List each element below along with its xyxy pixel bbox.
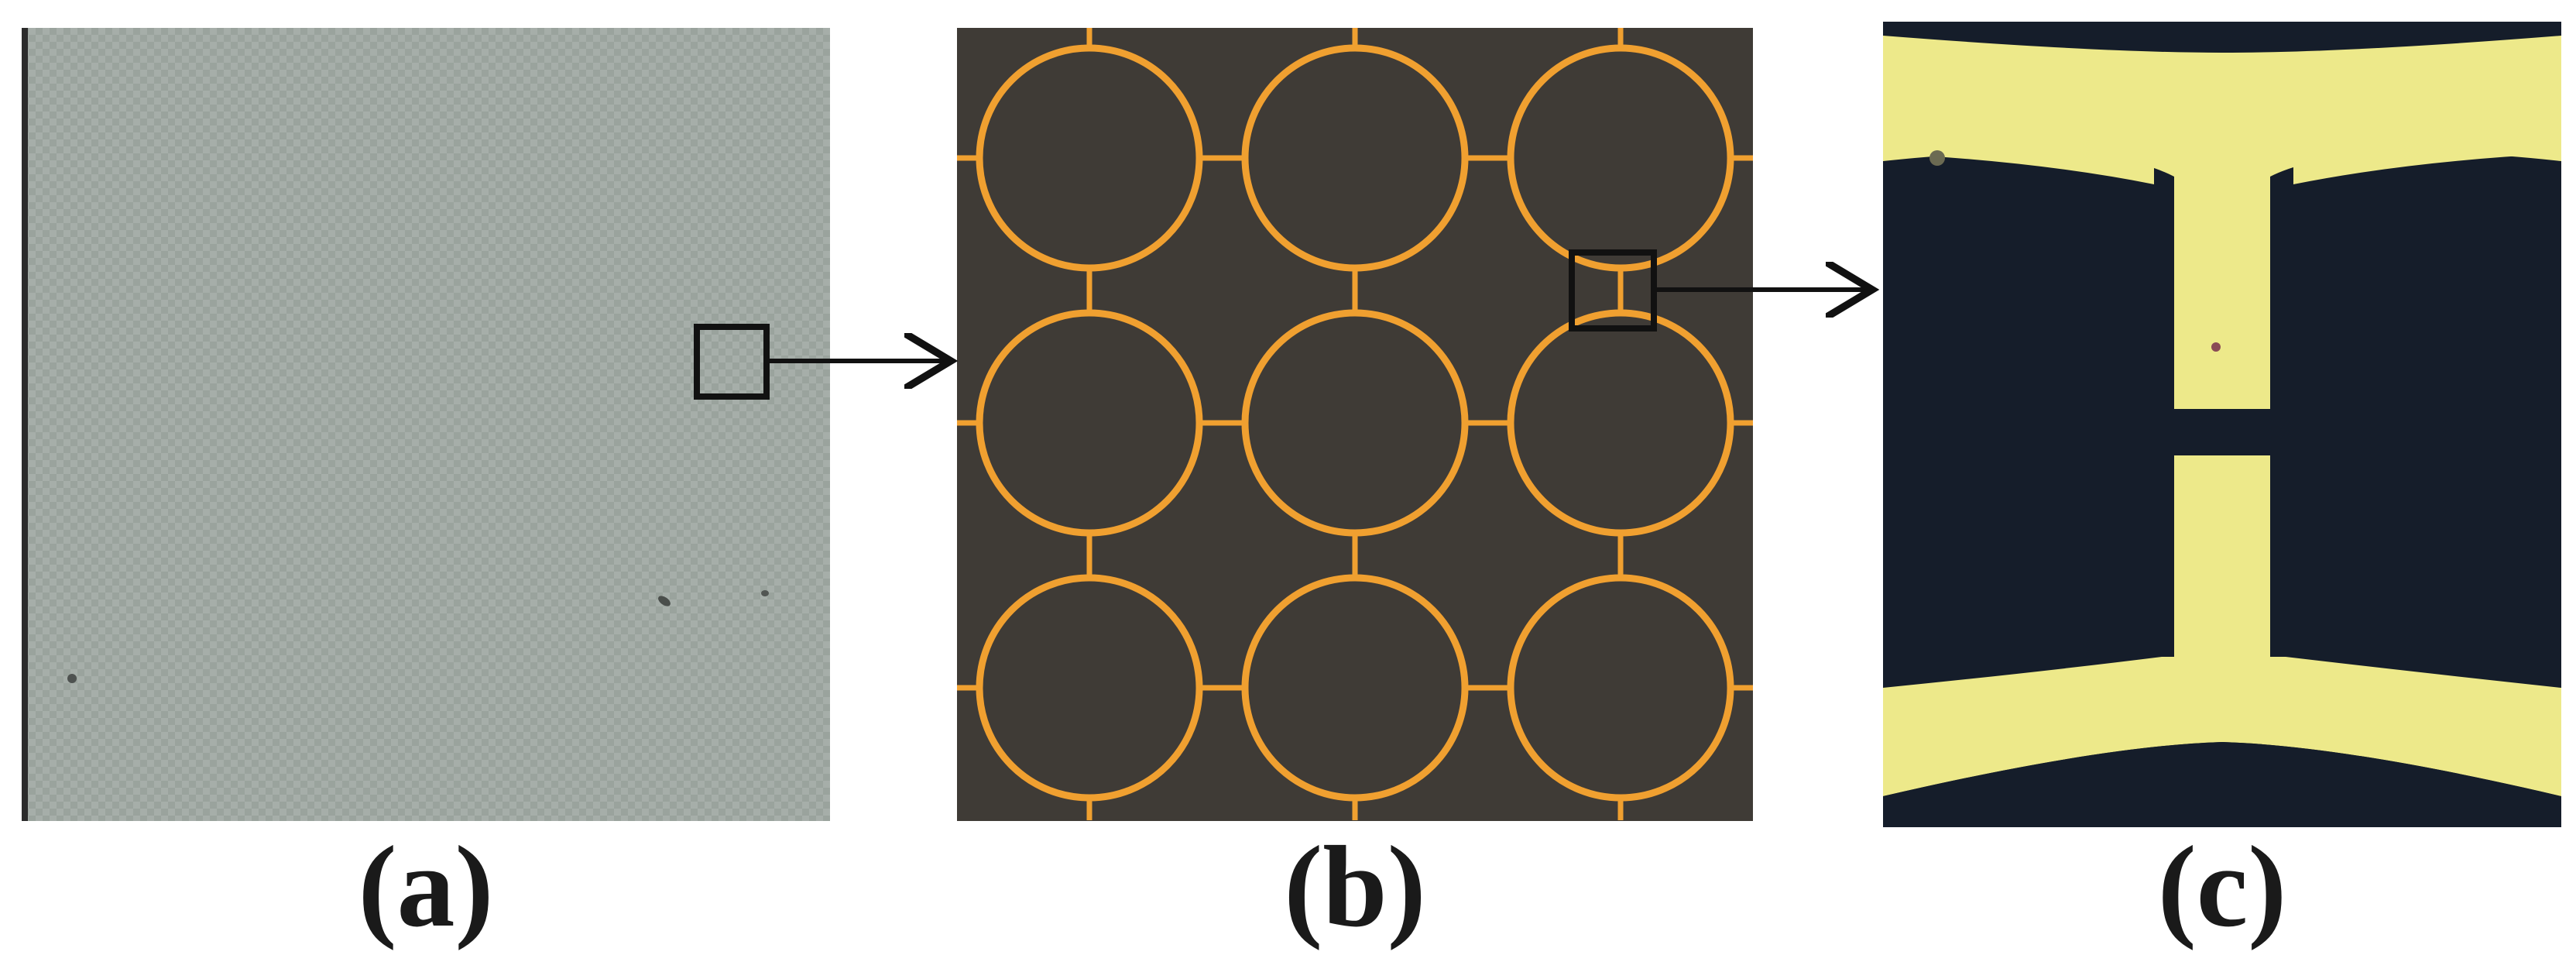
panel-a-texture	[22, 28, 830, 821]
caption-a: (a)	[358, 823, 494, 951]
panel-b-ring-grid	[957, 28, 1753, 820]
panel-c-upper-stem	[2174, 177, 2270, 409]
panel-c-top-band-fill	[1883, 53, 2561, 153]
panel-b-background	[957, 28, 1753, 821]
panel-c-bottom-strip	[1883, 657, 2561, 796]
panel-a-overview-image	[22, 28, 830, 821]
panel-a-left-edge	[22, 28, 28, 821]
panel-c-top-dark-edge	[1883, 22, 2561, 53]
panel-a-speck	[658, 596, 671, 606]
panel-a-zoom-box	[694, 324, 770, 400]
caption-b: (b)	[1284, 823, 1426, 951]
caption-c: (c)	[2157, 823, 2287, 951]
panel-b-graphic	[957, 28, 1753, 821]
panel-a-graphic	[22, 28, 830, 821]
panel-a-speck	[761, 590, 769, 596]
panel-c-speck	[1929, 150, 1945, 166]
panel-a-speck	[67, 674, 77, 683]
panel-c-top-right-curve	[2293, 138, 2561, 184]
panel-c-lower-stem	[2174, 455, 2270, 688]
panel-c-gap-closeup-image	[1883, 22, 2561, 827]
panel-b-ring-array-image	[957, 28, 1753, 821]
panel-c-graphic	[1883, 22, 2561, 827]
panel-c-speck	[2211, 342, 2221, 352]
panel-c-top-left-curve	[1883, 138, 2154, 184]
panel-c-bottom-dark-edge	[1883, 742, 2561, 827]
